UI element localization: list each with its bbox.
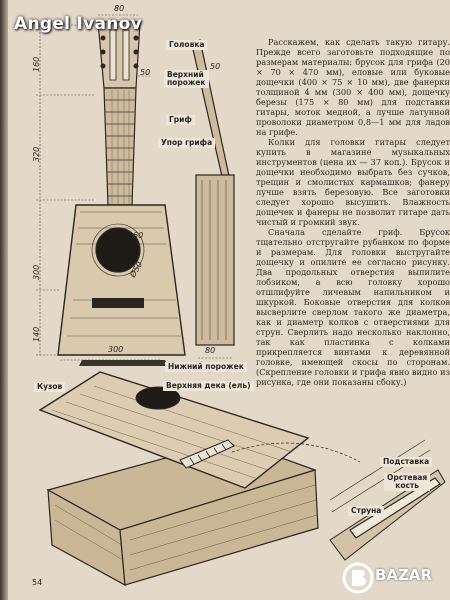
label-neck: Гриф [166,115,195,125]
label-neck-stop: Упор грифа [158,138,216,148]
book-binding [0,0,8,600]
paragraph: Расскажем, как сделать такую гитару. Пре… [256,37,450,137]
dimension-body-width: 300 [108,345,124,354]
dimension-body-lower: 140 [32,326,41,342]
sound-hole-icon [95,227,141,273]
dimension-nut-width: 50 [140,68,151,77]
label-string: Струна [348,506,385,516]
paragraph: Колки для головки гитары следует купить … [256,137,450,227]
label-top-nut: Верхний порожек [164,70,209,88]
dimension-neck-length: 320 [32,146,41,162]
bazar-logo-icon [342,562,374,594]
label-stand: Подставка [380,457,433,467]
watermark-author: Angel Ivanov [14,14,143,34]
label-headstock: Головка [166,40,208,50]
paragraph: Сначала сделайте гриф. Брусок тщательно … [256,227,450,387]
label-lower-nut: Нижний порожек [165,362,247,372]
page-number: 54 [32,578,43,587]
bazar-logo-text: BAZAR [375,566,433,584]
dimension-side-width: 80 [205,346,216,355]
label-bone-bar: Орстевая кость [384,473,431,491]
dimension-body-length: 300 [32,264,41,280]
dimension-waist: 60 [133,231,144,240]
label-top-deck: Верхняя дека (ель) [163,381,254,391]
article-text: Расскажем, как сделать такую гитару. Пре… [256,37,450,387]
dimension-fifty-side: 50 [210,62,221,71]
dimension-headstock-length: 160 [32,56,41,72]
label-body: Кузов [34,382,66,392]
dimension-neck-width: 80 [114,4,125,13]
